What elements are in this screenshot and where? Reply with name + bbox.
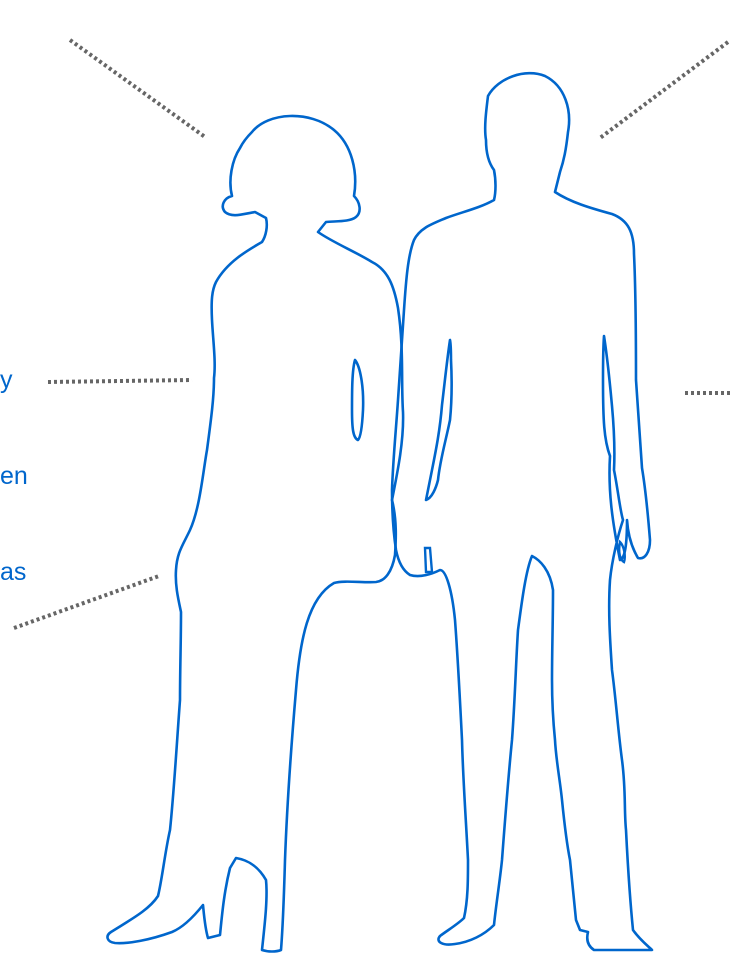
leader-line-top-left — [70, 40, 205, 137]
leader-line-middle-left — [48, 380, 192, 382]
woman-silhouette-icon — [108, 116, 404, 952]
callout-text-line-2: en — [0, 460, 28, 492]
man-right-hand-detail — [619, 542, 625, 562]
callout-text-line-3: as — [0, 556, 28, 588]
leader-line-bottom-left — [14, 576, 159, 628]
leader-line-top-right — [600, 42, 728, 138]
man-left-hand-detail — [425, 548, 432, 572]
callout-text-line-1: y — [0, 364, 28, 396]
man-silhouette-icon — [392, 73, 652, 950]
leader-lines — [14, 40, 730, 628]
left-callout-text: y en as — [0, 300, 28, 620]
